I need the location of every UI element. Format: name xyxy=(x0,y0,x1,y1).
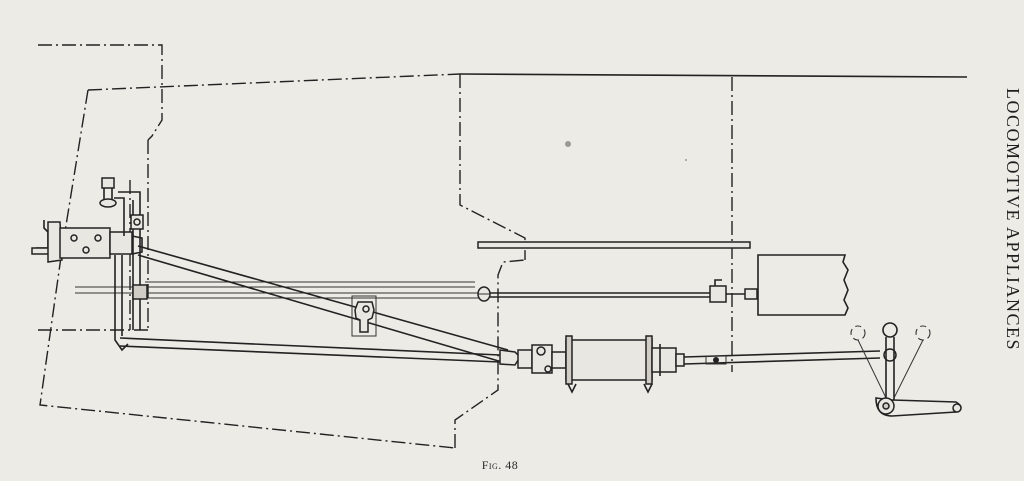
reservoir-block xyxy=(709,254,849,316)
figure-caption: Fig. 48 xyxy=(481,458,519,472)
lower-pipe xyxy=(114,255,501,363)
lever-linkage xyxy=(850,322,962,417)
control-valve xyxy=(31,177,148,330)
main-rod xyxy=(137,245,509,363)
running-pipes xyxy=(75,241,751,302)
paper-specks xyxy=(565,141,687,161)
brake-cylinder xyxy=(499,335,881,394)
cab-outline xyxy=(38,44,968,449)
page-side-title: LOCOMOTIVE APPLIANCES xyxy=(1003,88,1023,352)
rod-hanger xyxy=(351,295,377,337)
